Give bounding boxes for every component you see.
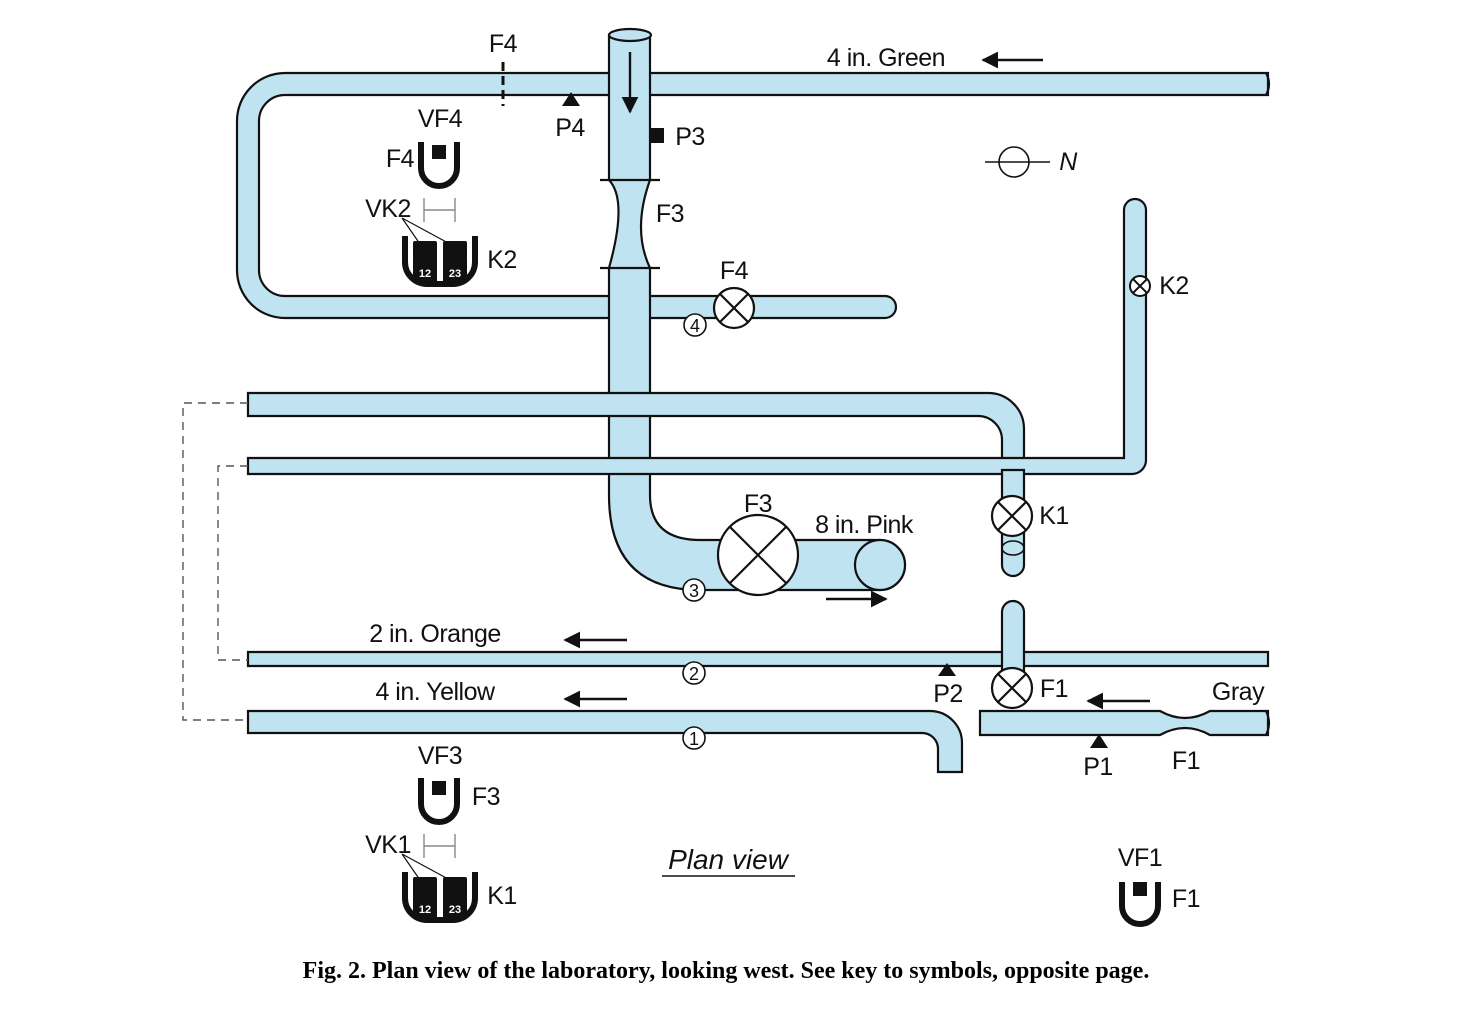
pink-pipe (600, 27, 907, 592)
label-orange-pipe: 2 in. Orange (369, 620, 501, 648)
label-k2-valve: K2 (1159, 272, 1189, 300)
valve-f3 (716, 513, 800, 597)
label-yellow-pipe: 4 in. Yellow (375, 678, 496, 706)
green-pipe-loop (235, 71, 1271, 320)
svg-text:23: 23 (449, 904, 461, 916)
svg-text:3: 3 (689, 581, 699, 601)
label-gray-pipe: Gray (1212, 678, 1265, 706)
valve-k2 (1129, 275, 1151, 297)
label-green-pipe: 4 in. Green (827, 44, 945, 72)
label-f4-valve: F4 (720, 257, 749, 285)
label-p4: P4 (555, 114, 585, 142)
svg-text:VF1: VF1 (1118, 844, 1162, 872)
label-f3-valve: F3 (744, 490, 772, 518)
view-title: Plan view (668, 844, 790, 875)
svg-text:K1: K1 (487, 882, 517, 910)
yellow-pipe (246, 709, 964, 774)
gauge-vf4: VF4 F4 (386, 105, 463, 189)
valve-f1 (990, 666, 1034, 710)
svg-text:VF4: VF4 (418, 105, 463, 133)
p2-tap-icon (938, 663, 956, 676)
north-arrow-icon (985, 146, 1050, 178)
gauge-vk2: 12 23 VK2 K2 (365, 195, 517, 287)
figure-caption: Fig. 2. Plan view of the laboratory, loo… (303, 958, 1150, 984)
p1-tap-icon (1090, 734, 1108, 748)
gauge-vf1: VF1 F1 (1118, 844, 1201, 927)
gauge-vk1: 12 23 VK1 K1 (365, 831, 517, 923)
svg-text:VK1: VK1 (365, 831, 411, 859)
svg-text:F4: F4 (386, 145, 415, 173)
station-marker: 2 (682, 661, 706, 685)
dashed-link-outer (182, 402, 248, 721)
label-f1-venturi: F1 (1172, 747, 1200, 775)
label-p1: P1 (1083, 753, 1113, 781)
svg-text:4: 4 (690, 316, 700, 336)
label-f3-venturi: F3 (656, 200, 684, 228)
svg-text:F1: F1 (1172, 885, 1200, 913)
svg-text:12: 12 (419, 904, 431, 916)
svg-text:23: 23 (449, 268, 461, 280)
dashed-link-inner (217, 465, 248, 661)
svg-text:1: 1 (689, 729, 699, 749)
station-marker: 1 (682, 726, 706, 750)
valve-f4 (712, 286, 756, 330)
svg-text:VK2: VK2 (365, 195, 411, 223)
label-north: N (1059, 148, 1078, 176)
svg-text:12: 12 (419, 268, 431, 280)
label-f4-top: F4 (489, 30, 518, 58)
p4-tap-icon (562, 92, 580, 106)
p3-tap-icon (651, 128, 664, 143)
svg-text:VF3: VF3 (418, 742, 462, 770)
label-f1-valve: F1 (1040, 675, 1068, 703)
orange-pipe (246, 599, 1270, 692)
label-k1-valve: K1 (1039, 502, 1069, 530)
gray-pipe (978, 709, 1271, 737)
station-marker: 3 (682, 578, 706, 602)
valve-k1 (990, 494, 1034, 538)
svg-text:K2: K2 (487, 246, 517, 274)
label-p2: P2 (933, 680, 963, 708)
station-marker: 4 (683, 313, 707, 337)
label-p3: P3 (675, 123, 705, 151)
label-pink-pipe: 8 in. Pink (815, 511, 914, 539)
gauge-vf3: VF3 F3 (418, 742, 501, 825)
svg-text:2: 2 (689, 664, 699, 684)
svg-text:F3: F3 (472, 783, 500, 811)
